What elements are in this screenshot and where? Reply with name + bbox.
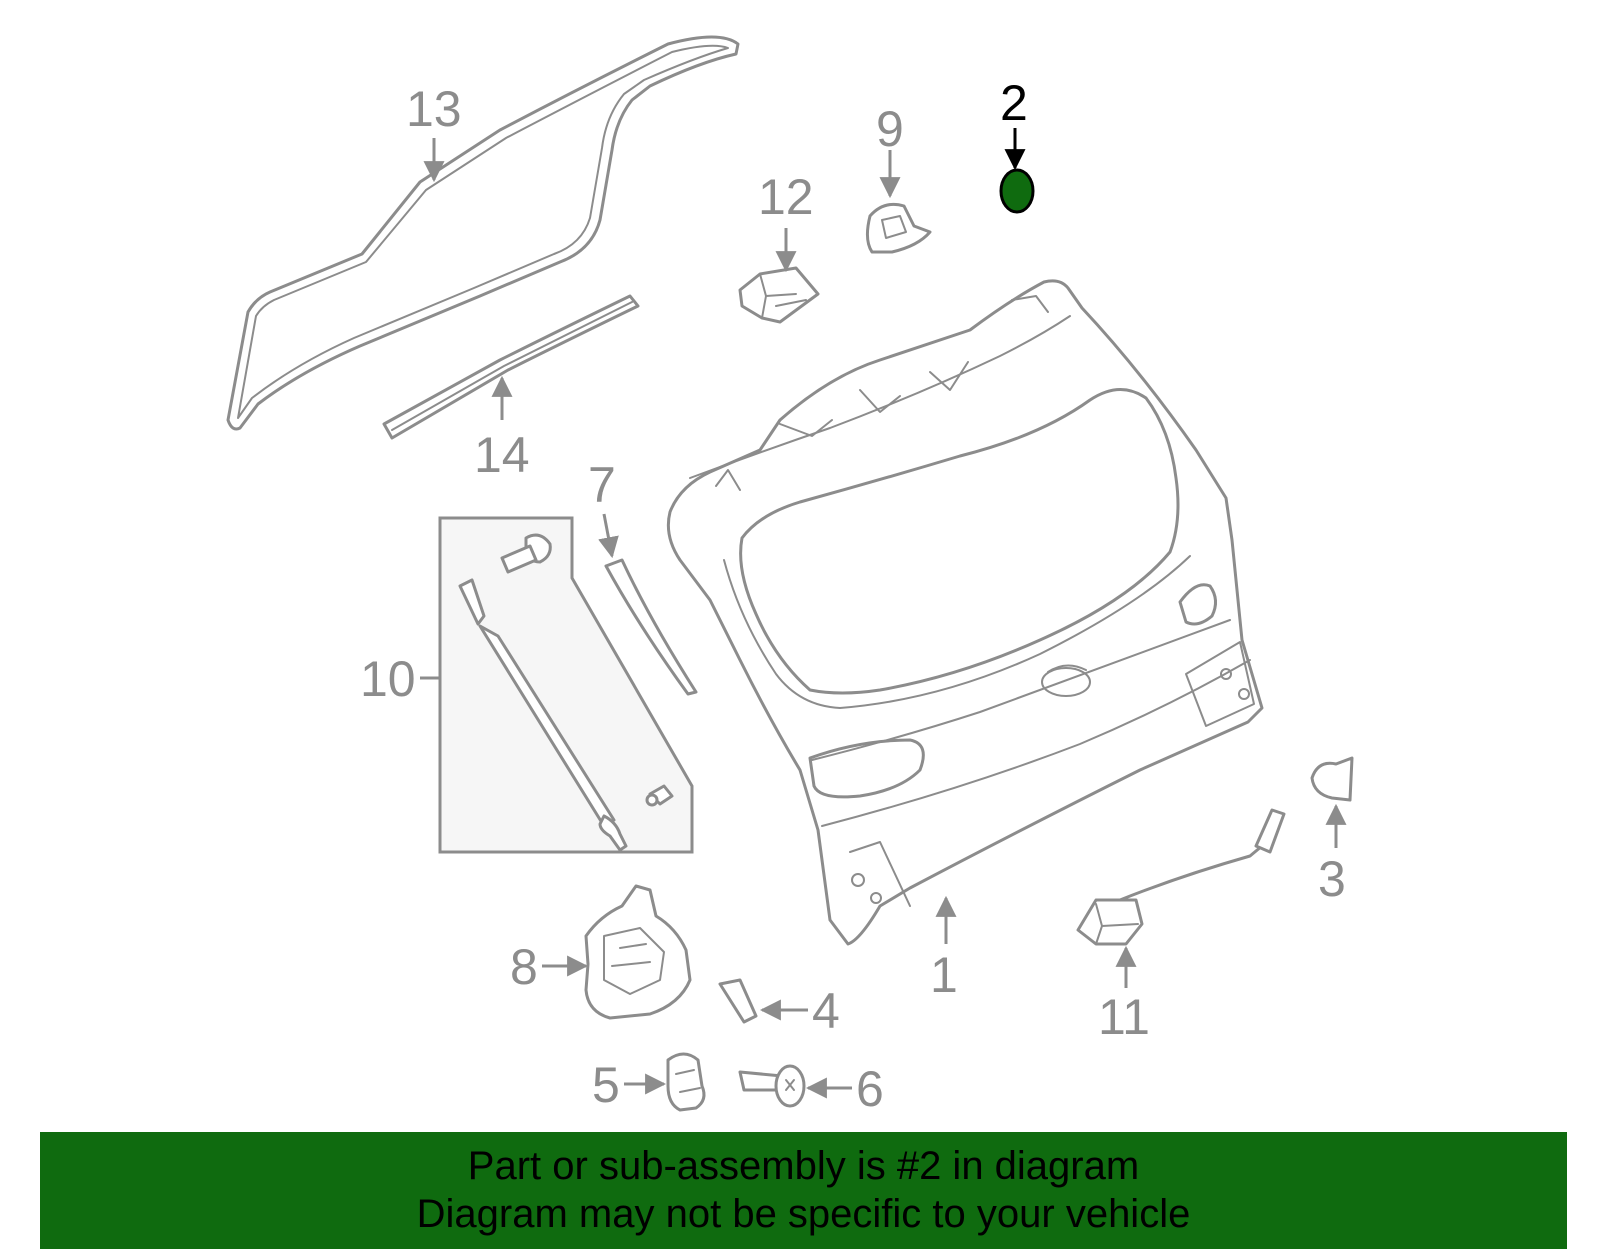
label-6: 6: [856, 1061, 884, 1117]
part-14-channel: [382, 294, 640, 440]
label-8: 8: [510, 939, 538, 995]
label-14: 14: [474, 427, 530, 483]
part-9-clip: [865, 202, 932, 254]
label-3: 3: [1318, 851, 1346, 907]
label-12: 12: [758, 169, 814, 225]
part-2-cap: [999, 168, 1035, 214]
part-13-weatherstrip: [226, 35, 740, 431]
label-2: 2: [1000, 75, 1028, 131]
part-3-bumper: [1310, 756, 1354, 802]
part-4-stop: [718, 978, 758, 1024]
parts-diagram: 13 14 12 9 2 7 10 8 4 5 6 1 11 3: [226, 35, 1354, 1117]
part-5-clip: [666, 1052, 706, 1112]
label-11: 11: [1098, 989, 1150, 1045]
label-10: 10: [360, 651, 416, 707]
part-7-garnish: [604, 558, 698, 696]
part-6-screw: [738, 1064, 806, 1108]
info-banner: Part or sub-assembly is #2 in diagram Di…: [40, 1132, 1567, 1249]
label-9: 9: [876, 101, 904, 157]
part-12-bracket: [738, 266, 820, 324]
label-1: 1: [930, 947, 958, 1003]
callout-7-arrow: [598, 513, 619, 559]
bolt-icon: [500, 533, 552, 574]
part-1-liftgate: [666, 279, 1264, 946]
label-5: 5: [592, 1057, 620, 1113]
part-11-lamp: [1076, 808, 1286, 946]
label-13: 13: [406, 81, 462, 137]
banner-line-disclaimer: Diagram may not be specific to your vehi…: [416, 1192, 1191, 1236]
part-8-latch: [584, 884, 692, 1020]
label-7: 7: [588, 457, 616, 513]
part-10-strut-kit: [438, 516, 694, 854]
label-4: 4: [812, 983, 840, 1039]
banner-line-part: Part or sub-assembly is #2 in diagram: [467, 1144, 1140, 1188]
